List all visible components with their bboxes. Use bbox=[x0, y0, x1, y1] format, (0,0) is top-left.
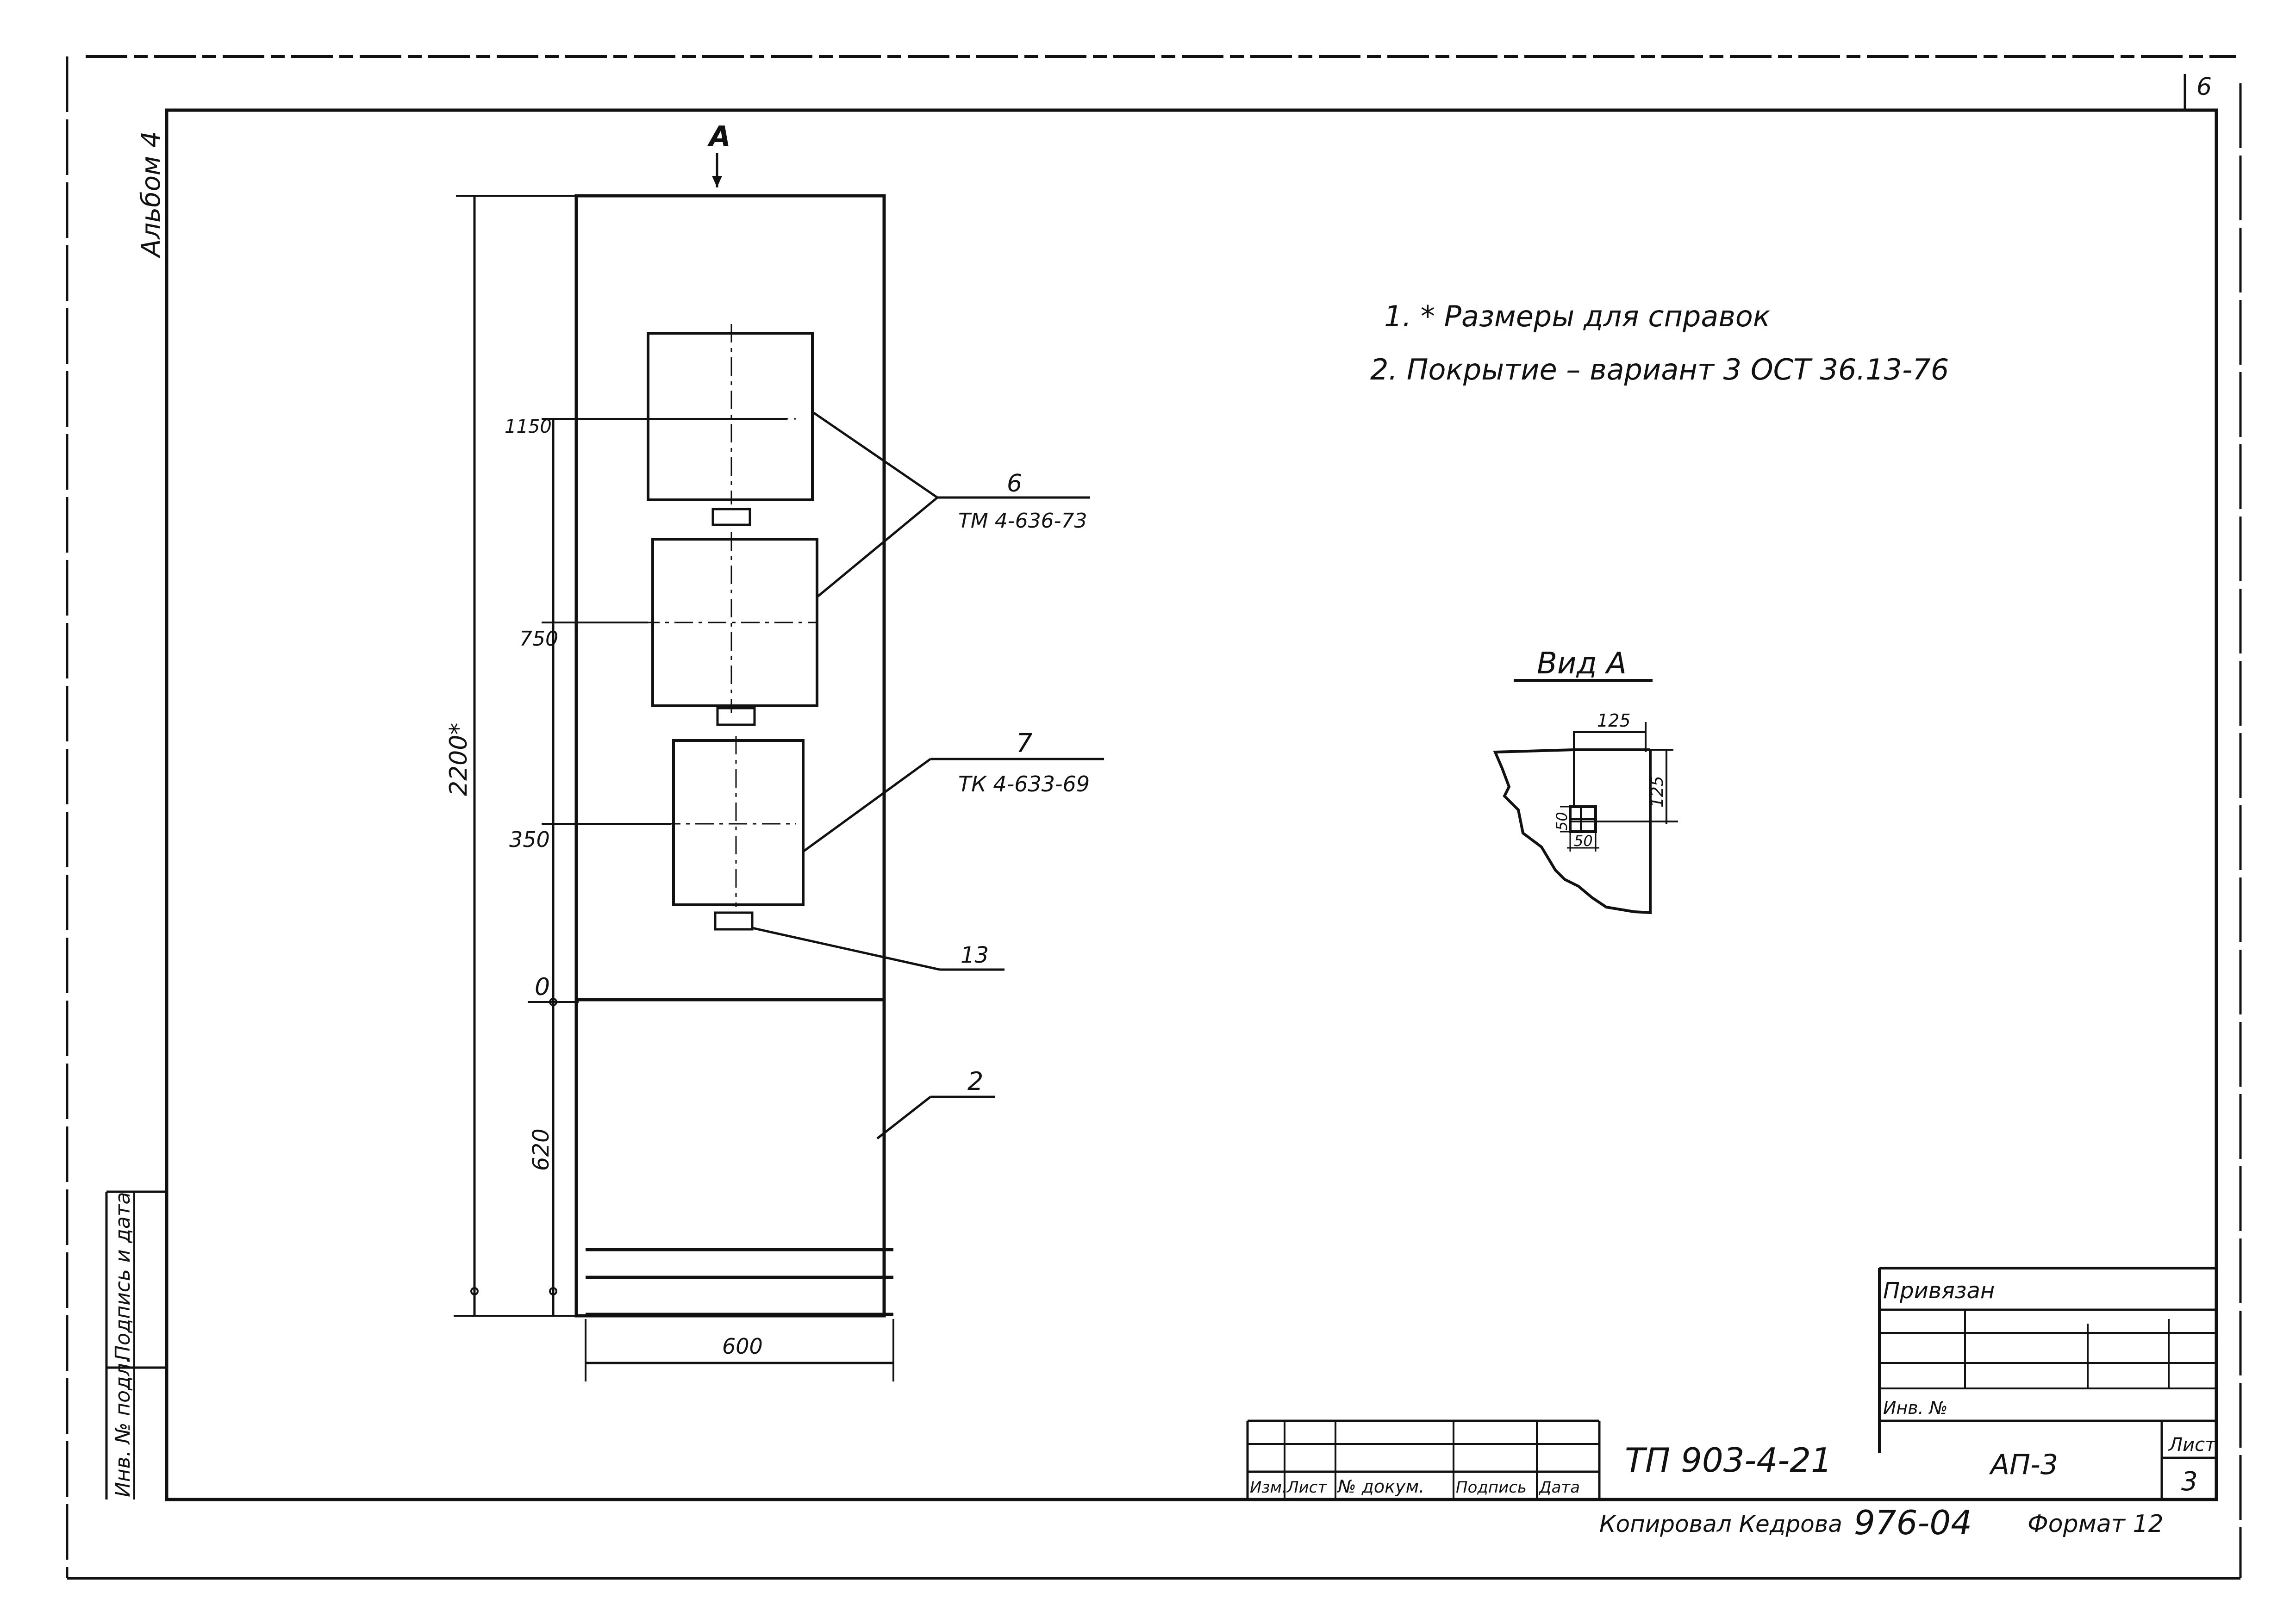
copied-by: Копировал Кедрова bbox=[1599, 1511, 1842, 1537]
callout-6-number: 6 bbox=[1007, 470, 1022, 498]
inv-no-podl-label: Инв. № подл. bbox=[111, 1356, 135, 1497]
privyazan-label: Привязан bbox=[1883, 1278, 1995, 1304]
view-a-title: Вид А bbox=[1537, 647, 1627, 681]
col-doc: № докум. bbox=[1337, 1476, 1424, 1497]
order-number: 976-04 bbox=[1854, 1503, 1972, 1542]
cabinet-front-view bbox=[574, 194, 893, 1318]
callout-leaders bbox=[752, 411, 1104, 1139]
col-sign: Подпись bbox=[1456, 1478, 1527, 1497]
sheet-code: АП-3 bbox=[1989, 1449, 2058, 1481]
dim-620: 620 bbox=[528, 1128, 554, 1171]
callout-7-reference: ТК 4-633-69 bbox=[958, 772, 1090, 796]
callout-2: 2 bbox=[967, 1067, 983, 1096]
note-1: 1. * Размеры для справок bbox=[1384, 299, 1771, 333]
revisions-table bbox=[1246, 1419, 2216, 1500]
outer-frame bbox=[66, 55, 2242, 1580]
col-list: Лист bbox=[1286, 1478, 1327, 1497]
view-a-dim-50-vertical: 50 bbox=[1553, 812, 1571, 831]
view-a-detail: Вид А bbox=[1493, 647, 1678, 915]
format-label: Формат 12 bbox=[2028, 1510, 2164, 1538]
callout-13: 13 bbox=[961, 942, 989, 968]
drawing-frame bbox=[165, 108, 2218, 1501]
nameplate-3 bbox=[714, 911, 754, 931]
instrument-top bbox=[647, 332, 814, 501]
list-number: 3 bbox=[2181, 1467, 2198, 1497]
dimension-lines bbox=[454, 195, 894, 1381]
album-label: Альбом 4 bbox=[136, 131, 166, 258]
dim-1150: 1150 bbox=[505, 416, 552, 437]
left-margin-block: Подпись и дата Инв. № подл. bbox=[105, 1190, 167, 1500]
nameplate-1 bbox=[711, 508, 751, 526]
view-a-dim-125-horizontal: 125 bbox=[1597, 710, 1631, 731]
inv-no-label: Инв. № bbox=[1883, 1398, 1947, 1418]
dim-0: 0 bbox=[535, 973, 550, 1001]
svg-text:А: А bbox=[707, 120, 730, 153]
sign-date-label: Подпись и дата bbox=[111, 1192, 135, 1361]
dim-width: 600 bbox=[722, 1334, 763, 1359]
instrument-bottom bbox=[672, 739, 805, 906]
dim-750: 750 bbox=[519, 627, 558, 651]
nameplate-2 bbox=[716, 707, 756, 726]
page-mark: 6 bbox=[2196, 73, 2212, 101]
cabinet-outline bbox=[574, 194, 886, 1318]
callout-6-reference: ТМ 4-636-73 bbox=[958, 509, 1087, 533]
col-date: Дата bbox=[1538, 1478, 1580, 1497]
dim-total-height: 2200* bbox=[445, 723, 473, 796]
dim-350: 350 bbox=[509, 827, 550, 852]
callout-7-number: 7 bbox=[1016, 728, 1033, 759]
list-label: Лист bbox=[2168, 1434, 2216, 1456]
col-izm: Изм. bbox=[1250, 1478, 1287, 1497]
note-2: 2. Покрытие – вариант 3 ОСТ 36.13-76 bbox=[1370, 353, 1949, 386]
view-a-dim-125-vertical: 125 bbox=[1648, 776, 1667, 808]
designation: ТП 903-4-21 bbox=[1625, 1441, 1832, 1480]
privyazan-block bbox=[1878, 1267, 2216, 1453]
view-a-arrow: А bbox=[707, 120, 730, 187]
view-a-dim-50-horizontal: 50 bbox=[1574, 832, 1593, 850]
